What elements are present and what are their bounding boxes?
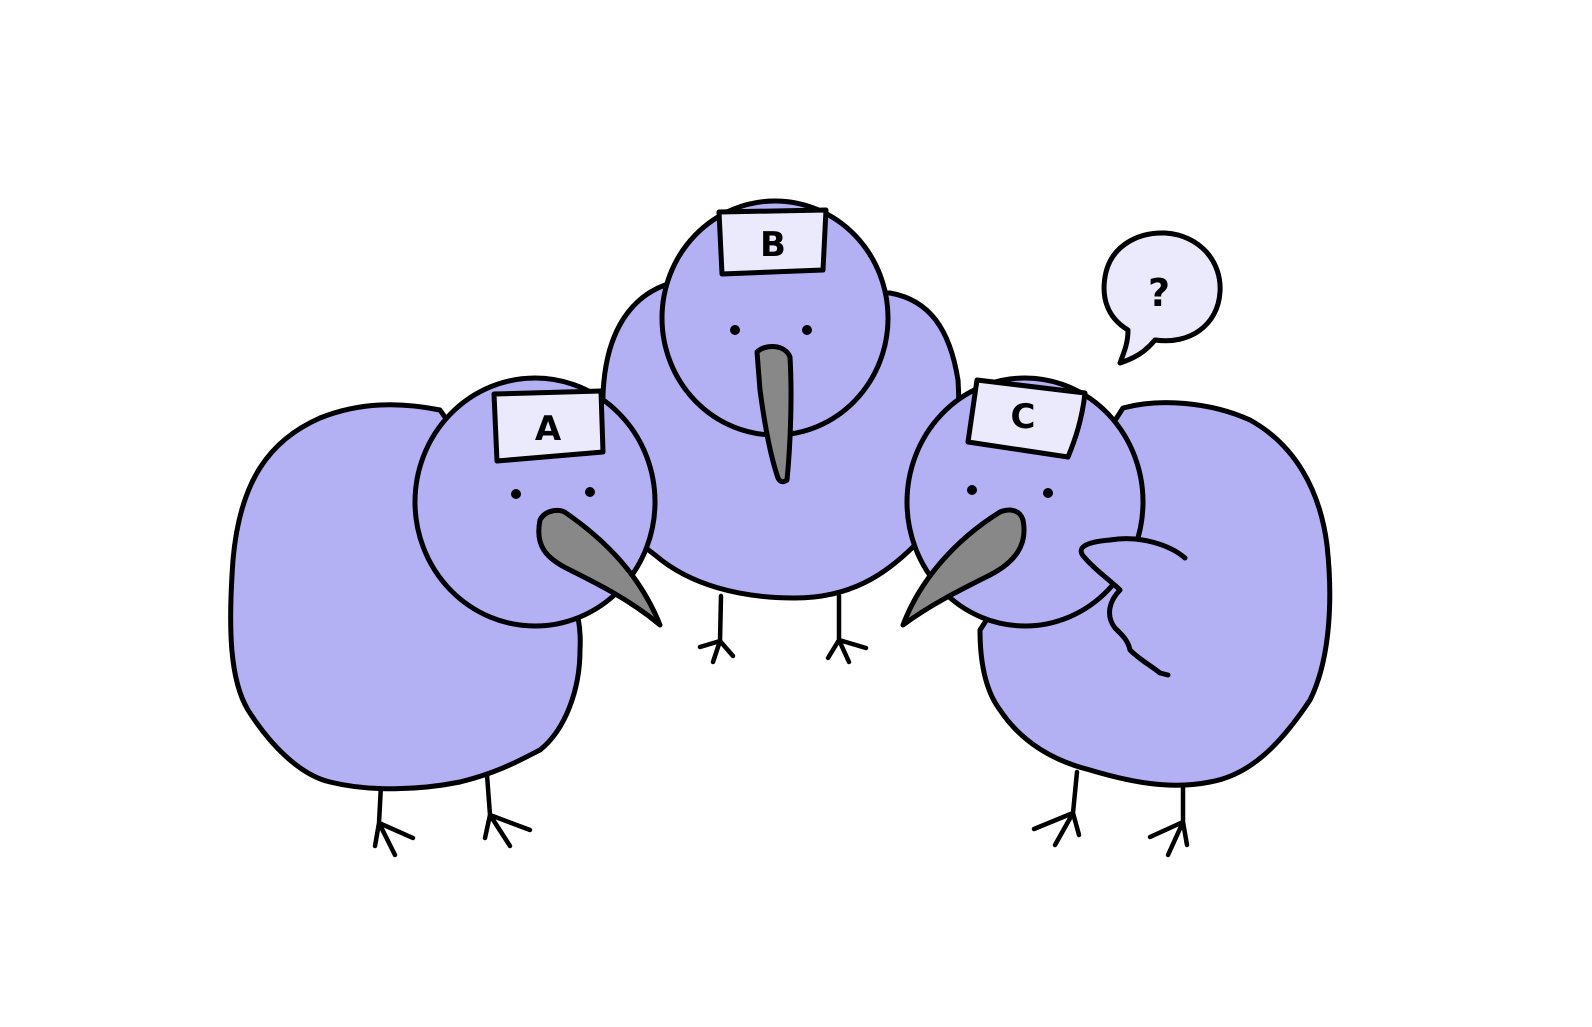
bird-b-beak bbox=[754, 344, 794, 485]
bird-b-left-eye bbox=[730, 325, 740, 335]
speech-bubble-shape bbox=[1101, 230, 1223, 366]
bird-a-label bbox=[491, 388, 606, 464]
bird-c-right-eye bbox=[1043, 488, 1053, 498]
bird-a-right-eye bbox=[585, 487, 595, 497]
bird-b-right-eye bbox=[802, 325, 812, 335]
bird-c: C bbox=[900, 375, 1333, 858]
bird-c-left-eye bbox=[967, 485, 977, 495]
bird-a-legs bbox=[372, 772, 533, 858]
speech-bubble: ? bbox=[1101, 230, 1223, 366]
bird-b-legs bbox=[697, 593, 869, 665]
bird-b: B bbox=[600, 198, 962, 665]
bird-a: A bbox=[228, 375, 663, 858]
bird-a-label-text: A bbox=[535, 409, 562, 449]
bird-b-label bbox=[716, 207, 829, 277]
bird-c-label-text: C bbox=[1011, 397, 1036, 437]
bird-c-wing bbox=[1078, 536, 1188, 678]
bird-a-beak bbox=[536, 507, 663, 628]
bird-c-beak bbox=[900, 507, 1027, 628]
bird-c-legs bbox=[1031, 769, 1190, 858]
speech-bubble-text: ? bbox=[1148, 271, 1170, 315]
bird-c-label bbox=[965, 377, 1088, 460]
bird-a-left-eye bbox=[511, 489, 521, 499]
bird-b-label-text: B bbox=[760, 225, 786, 265]
